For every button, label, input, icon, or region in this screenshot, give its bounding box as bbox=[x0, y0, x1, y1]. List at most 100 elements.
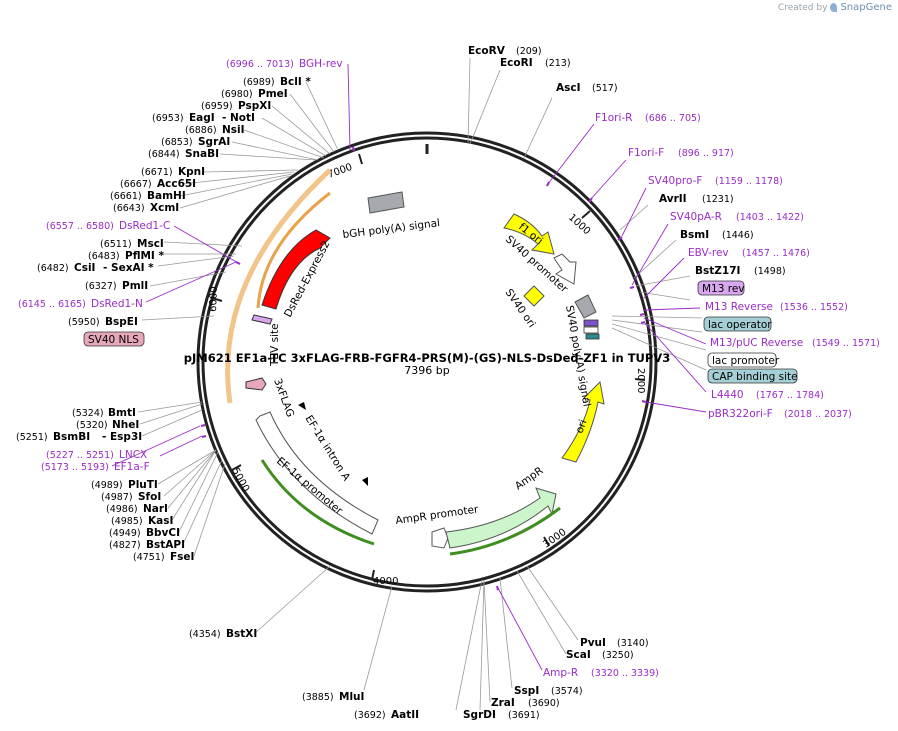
primer-name: EBV-rev bbox=[688, 247, 729, 259]
site-xcmi: XcmI (6643) bbox=[113, 202, 179, 214]
site-pos: (6511) bbox=[100, 239, 132, 250]
site-pmei: PmeI(6980) bbox=[221, 88, 288, 100]
site-pos: (3574) bbox=[551, 686, 583, 697]
site-pmli: PmlI (6327) bbox=[85, 280, 148, 292]
site-pos: (1446) bbox=[722, 230, 754, 241]
site-alias: - Esp3I bbox=[102, 431, 142, 443]
site-pflmi: PflMI * (6483) bbox=[88, 250, 164, 262]
feature-tev-site: TEV site bbox=[251, 314, 281, 367]
site-name: PmlI bbox=[122, 280, 148, 292]
site-name: PflMI * bbox=[125, 250, 164, 262]
site-nhei: NheI(5320) bbox=[76, 419, 139, 431]
site-name: SgrAI bbox=[198, 136, 230, 148]
site-pos: (1231) bbox=[702, 194, 734, 205]
primer-amp-r: Amp-R(3320 .. 3339) bbox=[543, 667, 659, 679]
orange-primer-arc bbox=[225, 168, 332, 404]
primer-name: LNCX bbox=[119, 449, 147, 461]
site-bbvci: BbvCI (4949) bbox=[109, 527, 180, 539]
label-tev-site: TEV site bbox=[269, 323, 281, 367]
site-name: XcmI bbox=[150, 202, 179, 214]
site-bstapi: BstAPI (4827) bbox=[109, 539, 185, 551]
primer-range: (1767 .. 1784) bbox=[756, 390, 824, 401]
site-name: SfoI bbox=[138, 491, 161, 503]
box-label: M13 rev bbox=[702, 283, 745, 295]
site-name: AscI bbox=[556, 82, 581, 94]
site-pos: (6980) bbox=[221, 89, 253, 100]
primer-range: (2018 .. 2037) bbox=[784, 409, 852, 420]
primer-bgh-rev: BGH-rev(6996 .. 7013) bbox=[226, 58, 343, 70]
feature-3xflag: 3xFLAG bbox=[245, 377, 296, 419]
site-nsii: NsiI(6886) bbox=[185, 124, 245, 136]
site-name: EagI bbox=[189, 112, 215, 124]
ticks bbox=[211, 153, 646, 581]
site-name: BstAPI bbox=[146, 539, 185, 551]
site-bamhi: BamHI(6661) bbox=[110, 190, 186, 202]
backbone-outer bbox=[196, 131, 658, 593]
box-sv40-nls: SV40 NLS bbox=[83, 331, 145, 347]
primer-name: pBR322ori-F bbox=[708, 408, 773, 420]
site-name: CsiI bbox=[74, 262, 95, 274]
site-acc65i: Acc65I(6667) bbox=[120, 178, 196, 190]
site-pos: (4827) bbox=[109, 540, 141, 551]
site-name: BsmBI bbox=[53, 431, 90, 443]
site-name: Acc65I bbox=[157, 178, 196, 190]
tick-2000: 2000 bbox=[635, 368, 646, 393]
site-name: SgrDI bbox=[463, 709, 496, 721]
box-lac-promoter: lac promoter bbox=[707, 352, 780, 368]
primer-range: (1457 .. 1476) bbox=[742, 248, 810, 259]
plasmid-name: pJM621 EF1a-TC 3xFLAG-FRB-FGFR4-PRS(M)-(… bbox=[184, 351, 670, 365]
feature-sv40-ori: SV40 ori bbox=[503, 285, 545, 330]
plasmid-length: 7396 bp bbox=[404, 364, 449, 377]
site-pos: (6483) bbox=[88, 251, 120, 262]
site-pos: (6853) bbox=[161, 137, 193, 148]
site-name: NarI bbox=[143, 503, 168, 515]
primer-lncx: LNCX(5227 .. 5251) bbox=[46, 449, 147, 461]
primer-range: (1549 .. 1571) bbox=[812, 338, 880, 349]
site-name: AatII bbox=[391, 709, 419, 721]
site-name: ZraI bbox=[491, 697, 515, 709]
site-pos: (4949) bbox=[109, 528, 141, 539]
site-pos: (3140) bbox=[617, 638, 649, 649]
site-pos: (3690) bbox=[528, 698, 560, 709]
site-alias: - NotI bbox=[222, 112, 255, 124]
primer-dsred1-n: DsRed1-N(6145 .. 6165) bbox=[18, 298, 143, 310]
site-bsmbi: BsmBI(5251)- Esp3I bbox=[16, 431, 142, 443]
site-bcli: BclI * (6989) bbox=[243, 76, 311, 88]
site-name: BstZ17I bbox=[695, 265, 740, 277]
site-pos: (4985) bbox=[111, 516, 143, 527]
site-kasi: KasI (4985) bbox=[111, 515, 173, 527]
site-name: MluI bbox=[339, 691, 364, 703]
site-aatii: AatII(3692) bbox=[354, 709, 419, 721]
primer-leader-lines bbox=[111, 63, 707, 671]
primer-m13-puc-reverse: M13/pUC Reverse(1549 .. 1571) bbox=[710, 337, 880, 349]
site-scai: ScaI(3250) bbox=[566, 649, 634, 661]
tick-6000: 6000 bbox=[208, 286, 220, 312]
watermark-brand: SnapGene bbox=[840, 2, 892, 13]
site-name: BbvCI bbox=[146, 527, 180, 539]
site-pos: (6327) bbox=[85, 281, 117, 292]
site-pos: (6643) bbox=[113, 203, 145, 214]
primer-name: BGH-rev bbox=[299, 58, 343, 70]
site-pos: (6989) bbox=[243, 77, 275, 88]
site-name: MscI bbox=[137, 238, 164, 250]
site-name: BspEI bbox=[105, 316, 138, 328]
site-sspi: SspI(3574) bbox=[514, 685, 583, 697]
primer-dsred1-c: DsRed1-C(6557 .. 6580) bbox=[46, 220, 170, 232]
primer-name: F1ori-F bbox=[628, 147, 664, 159]
site-pos: (3885) bbox=[302, 692, 334, 703]
site-pos: (6959) bbox=[201, 101, 233, 112]
site-name: EcoRI bbox=[500, 57, 533, 69]
site-name: BclI * bbox=[280, 76, 311, 88]
label-ori: ori bbox=[574, 418, 590, 435]
site-name: NheI bbox=[112, 419, 139, 431]
site-bsmi: BsmI (1446) bbox=[680, 229, 754, 241]
label-3xflag: 3xFLAG bbox=[271, 377, 296, 419]
site-kpni: KpnI(6671) bbox=[141, 166, 205, 178]
site-name: PluTI bbox=[128, 479, 158, 491]
site-pos: (6482) bbox=[37, 263, 69, 274]
site-name: KasI bbox=[148, 515, 173, 527]
site-pos: (6661) bbox=[110, 191, 142, 202]
primer-f1ori-r: F1ori-R(686 .. 705) bbox=[595, 112, 701, 124]
primer-range: (3320 .. 3339) bbox=[591, 668, 659, 679]
site-name: BsmI bbox=[680, 229, 709, 241]
